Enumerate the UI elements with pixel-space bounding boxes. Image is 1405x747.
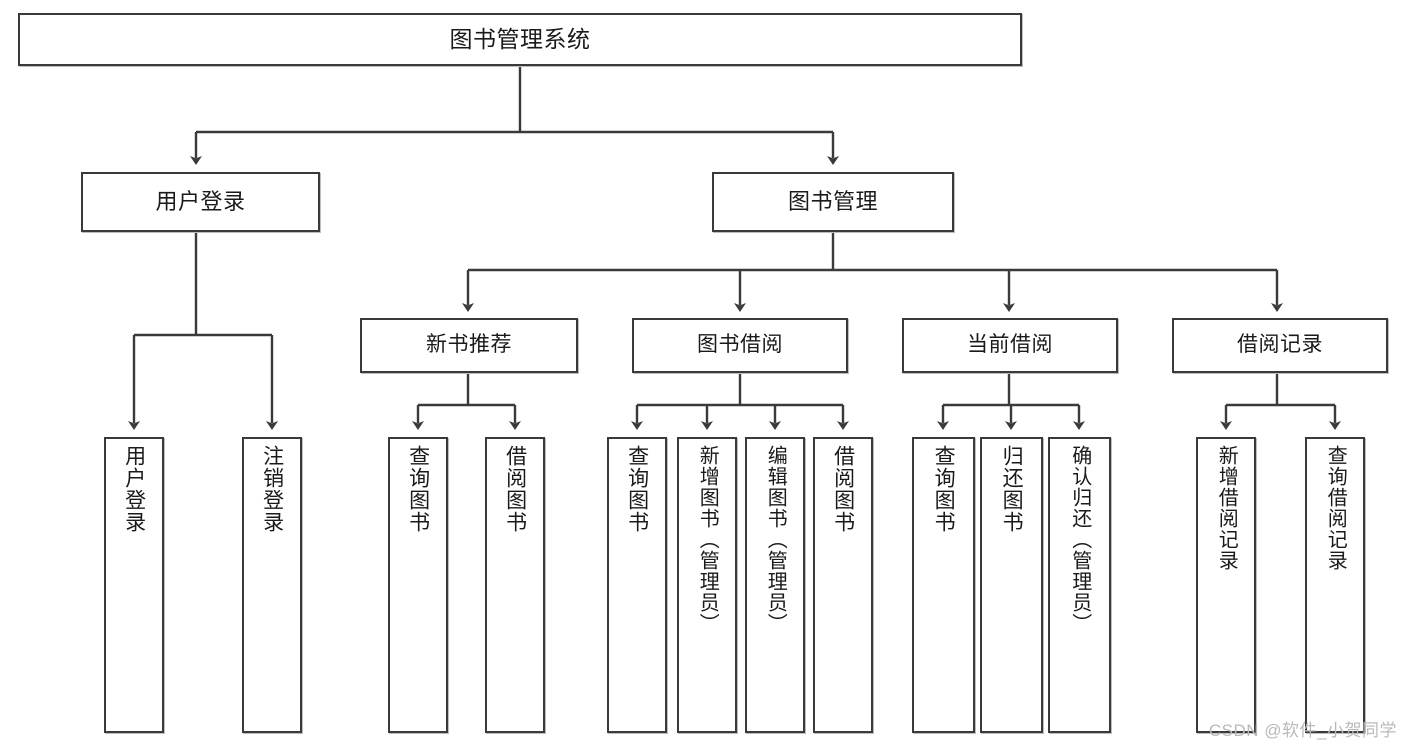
node-book-borrow[interactable]: 图书借阅 — [632, 318, 848, 373]
node-label: 借阅图书 — [503, 445, 527, 533]
node-label: 借阅图书 — [831, 445, 855, 533]
node-root-system[interactable]: 图书管理系统 — [18, 13, 1022, 66]
leaf-add-borrow-record[interactable]: 新增借阅记录 — [1196, 437, 1256, 733]
node-current-borrow[interactable]: 当前借阅 — [902, 318, 1118, 373]
leaf-user-login[interactable]: 用户登录 — [104, 437, 164, 733]
leaf-query-borrow-record[interactable]: 查询借阅记录 — [1305, 437, 1365, 733]
node-label: 新书推荐 — [426, 333, 512, 357]
node-label: 新增图书（管理员） — [696, 445, 719, 634]
node-label: 查询借阅记录 — [1324, 445, 1347, 571]
node-book-management[interactable]: 图书管理 — [712, 172, 954, 232]
node-label: 编辑图书（管理员） — [764, 445, 787, 634]
node-label: 查询图书 — [625, 445, 649, 533]
node-label: 用户登录 — [122, 445, 146, 533]
node-label: 用户登录 — [155, 189, 246, 215]
leaf-logout[interactable]: 注销登录 — [242, 437, 302, 733]
node-label: 图书管理 — [787, 189, 878, 215]
node-label: 图书借阅 — [697, 333, 783, 357]
node-label: 当前借阅 — [967, 333, 1053, 357]
node-label: 图书管理系统 — [449, 25, 591, 52]
node-label: 归还图书 — [1000, 445, 1024, 533]
leaf-add-book-admin[interactable]: 新增图书（管理员） — [677, 437, 737, 733]
node-label: 查询图书 — [932, 445, 956, 533]
node-label: 查询图书 — [406, 445, 430, 533]
node-new-book-recommend[interactable]: 新书推荐 — [360, 318, 578, 373]
leaf-return-book[interactable]: 归还图书 — [980, 437, 1043, 733]
leaf-query-book-current[interactable]: 查询图书 — [912, 437, 975, 733]
leaf-borrow-book[interactable]: 借阅图书 — [813, 437, 873, 733]
node-label: 新增借阅记录 — [1215, 445, 1238, 571]
leaf-confirm-return-admin[interactable]: 确认归还（管理员） — [1048, 437, 1111, 733]
watermark-text: CSDN @软件_小贺同学 — [1208, 721, 1397, 740]
leaf-borrow-book-recommend[interactable]: 借阅图书 — [485, 437, 545, 733]
node-user-login[interactable]: 用户登录 — [81, 172, 320, 232]
node-label: 注销登录 — [260, 445, 284, 533]
leaf-query-book-borrow[interactable]: 查询图书 — [607, 437, 667, 733]
leaf-edit-book-admin[interactable]: 编辑图书（管理员） — [745, 437, 805, 733]
leaf-query-book-recommend[interactable]: 查询图书 — [388, 437, 448, 733]
node-label: 借阅记录 — [1237, 333, 1323, 357]
node-borrow-record[interactable]: 借阅记录 — [1172, 318, 1388, 373]
node-label: 确认归还（管理员） — [1068, 445, 1091, 634]
